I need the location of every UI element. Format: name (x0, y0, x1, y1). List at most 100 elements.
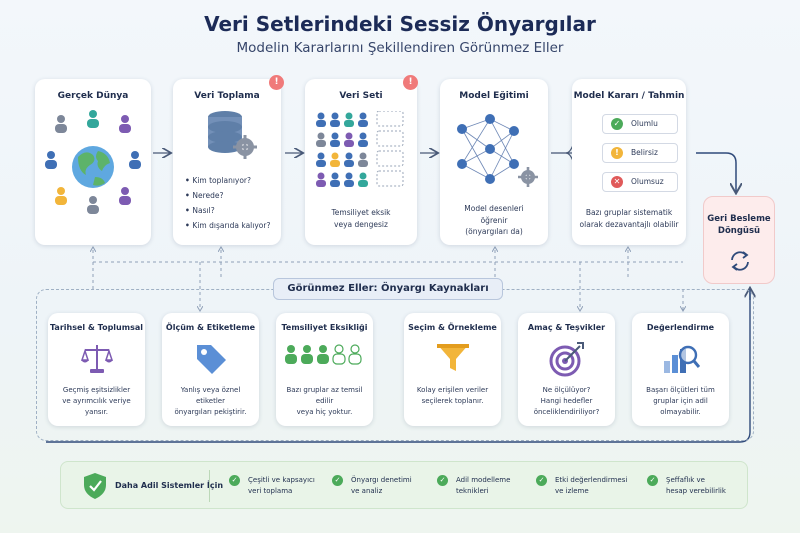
exclamation-icon: ! (611, 147, 623, 159)
desc-line: (önyargıları da) (465, 227, 523, 236)
check-icon: ✓ (437, 475, 448, 486)
source-description: Bazı gruplar az temsil edilir veya hiç y… (280, 385, 369, 418)
training-description: Model desenleri öğrenir (önyargıları da) (440, 203, 548, 238)
check-icon: ✓ (611, 118, 623, 130)
desc-line: Yanlış veya öznel etiketler (180, 386, 241, 405)
card-title: Model Kararı / Tahmin (573, 91, 685, 101)
desc-line: öğrenir (480, 215, 508, 225)
card-title: Gerçek Dünya (57, 91, 129, 101)
source-title: Ölçüm & Etiketleme (165, 323, 256, 332)
desc-line: ve ayrımcılık veriye (62, 397, 131, 405)
check-icon: ✓ (332, 475, 343, 486)
desc-line: seçilerek toplanır. (421, 397, 484, 405)
list-item: Kim toplanıyor? (185, 176, 270, 185)
fair-title: Daha Adil Sistemler İçin (115, 481, 224, 490)
source-card-evaluation: Değerlendirme Başarı ölçütleri tüm grupl… (632, 313, 729, 426)
fair-item-line: veri toplama (248, 487, 293, 495)
source-card-selection: Seçim & Örnekleme Kolay erişilen veriler… (404, 313, 501, 426)
source-title: Değerlendirme (646, 323, 715, 332)
outcome-label: Olumlu (631, 119, 658, 128)
page-title: Veri Setlerindeki Sessiz Önyargılar (204, 12, 596, 36)
desc-line: Bazı gruplar az temsil edilir (286, 386, 363, 405)
outcome-label: Belirsiz (631, 148, 658, 157)
card-dataset: ! Veri Seti Temsiliyet eksik veya denges… (305, 75, 418, 245)
source-title: Tarihsel & Toplumsal (50, 323, 143, 332)
desc-line: Geçmiş eşitsizlikler (62, 386, 131, 394)
desc-line: önceliklendiriliyor? (533, 408, 600, 416)
source-title: Temsiliyet Eksikliği (281, 323, 368, 332)
funnel-icon (436, 344, 469, 371)
shield-check-icon (84, 473, 106, 499)
world-people-illustration (45, 110, 141, 214)
feedback-line: Geri Besleme (707, 214, 771, 224)
divider (209, 470, 210, 502)
fair-item: Etki değerlendirmesi ve izleme (555, 475, 627, 497)
source-description: Yanlış veya öznel etiketler önyargıları … (166, 385, 255, 418)
desc-line: Hangi hedefler (540, 397, 593, 405)
fair-item-line: ve analiz (351, 487, 383, 495)
desc-line: Bazı gruplar sistematik (585, 208, 673, 217)
desc-line: veya hiç yoktur. (296, 408, 353, 416)
source-card-historical: Tarihsel & Toplumsal Geçmiş eşitsizlikle… (48, 313, 145, 426)
fair-item-line: Şeffaflık ve (666, 476, 705, 484)
fair-item-line: Çeşitli ve kapsayıcı (248, 476, 315, 484)
desc-line: önyargıları pekiştirir. (174, 408, 247, 416)
warning-icon: ! (269, 75, 284, 90)
cross-icon: ✕ (611, 176, 623, 188)
database-gear-icon (208, 111, 257, 159)
desc-line: Model desenleri (464, 204, 524, 213)
people-group-icon (284, 344, 362, 365)
fair-item: Çeşitli ve kapsayıcı veri toplama (248, 475, 315, 497)
outcome-positive: ✓ Olumlu (602, 114, 678, 134)
source-description: Ne ölçülüyor? Hangi hedefler önceliklend… (522, 385, 611, 418)
source-card-measurement: Ölçüm & Etiketleme Yanlış veya öznel eti… (162, 313, 259, 426)
desc-line: gruplar için adil olmayabilir. (653, 397, 708, 416)
warning-icon: ! (403, 75, 418, 90)
source-description: Geçmiş eşitsizlikler ve ayrımcılık veriy… (52, 385, 141, 418)
card-decision: Model Kararı / Tahmin ✓ Olumlu ! Belirsi… (572, 79, 686, 245)
outcome-uncertain: ! Belirsiz (602, 143, 678, 163)
card-real-world: Gerçek Dünya (35, 79, 151, 245)
neural-network-icon (457, 114, 538, 187)
desc-line: Başarı ölçütleri tüm (646, 386, 715, 394)
check-icon: ✓ (229, 475, 240, 486)
source-description: Kolay erişilen veriler seçilerek toplanı… (408, 385, 497, 407)
check-icon: ✓ (536, 475, 547, 486)
desc-line: veya dengesiz (334, 219, 388, 229)
desc-line: yansır. (85, 408, 108, 416)
feedback-loop-card: Geri Besleme Döngüsü (703, 196, 775, 284)
fair-item: Adil modelleme teknikleri (456, 475, 510, 497)
bias-sources-banner: Görünmez Eller: Önyargı Kaynakları (273, 278, 503, 300)
refresh-icon (731, 251, 749, 271)
feedback-line: Döngüsü (717, 226, 761, 236)
outcome-negative: ✕ Olumsuz (602, 172, 678, 192)
source-title: Seçim & Örnekleme (408, 323, 497, 332)
feedback-title: Geri Besleme Döngüsü (704, 213, 774, 237)
list-item: Kim dışarıda kalıyor? (185, 221, 270, 230)
desc-line: Kolay erişilen veriler (416, 386, 489, 394)
dataset-description: Temsiliyet eksik veya dengesiz (305, 207, 417, 230)
dataset-grid-illustration (316, 111, 404, 187)
check-icon: ✓ (647, 475, 658, 486)
card-title: Veri Seti (339, 91, 383, 101)
desc-line: Temsiliyet eksik (331, 208, 391, 217)
desc-line: olarak dezavantajlı olabilir (579, 219, 679, 229)
source-description: Başarı ölçütleri tüm gruplar için adil o… (636, 385, 725, 418)
decision-description: Bazı gruplar sistematik olarak dezavanta… (572, 207, 686, 230)
fair-item-line: Adil modelleme (456, 476, 511, 484)
card-title: Veri Toplama (194, 91, 260, 101)
scales-icon (80, 345, 113, 373)
source-card-incentives: Amaç & Teşvikler Ne ölçülüyor? Hangi hed… (518, 313, 615, 426)
card-training: Model Eğitimi Model desenleri öğrenir (ö… (440, 79, 548, 245)
fair-item-line: hesap verebilirlik (666, 487, 726, 495)
list-item: Nasıl? (185, 206, 270, 215)
fair-item-line: teknikleri (456, 487, 489, 495)
card-title: Model Eğitimi (459, 91, 529, 101)
fair-item: Önyargı denetimi ve analiz (351, 475, 412, 497)
fair-item-line: Önyargı denetimi (351, 476, 412, 484)
bar-chart-magnifier-icon (663, 345, 700, 373)
card-data-collection: ! Veri Toplama Kim toplanıyor? Nerede? N… (173, 75, 284, 245)
fair-item-line: Etki değerlendirmesi (555, 476, 628, 484)
question-list: Kim toplanıyor? Nerede? Nasıl? Kim dışar… (185, 176, 270, 236)
desc-line: Ne ölçülüyor? (542, 386, 591, 394)
